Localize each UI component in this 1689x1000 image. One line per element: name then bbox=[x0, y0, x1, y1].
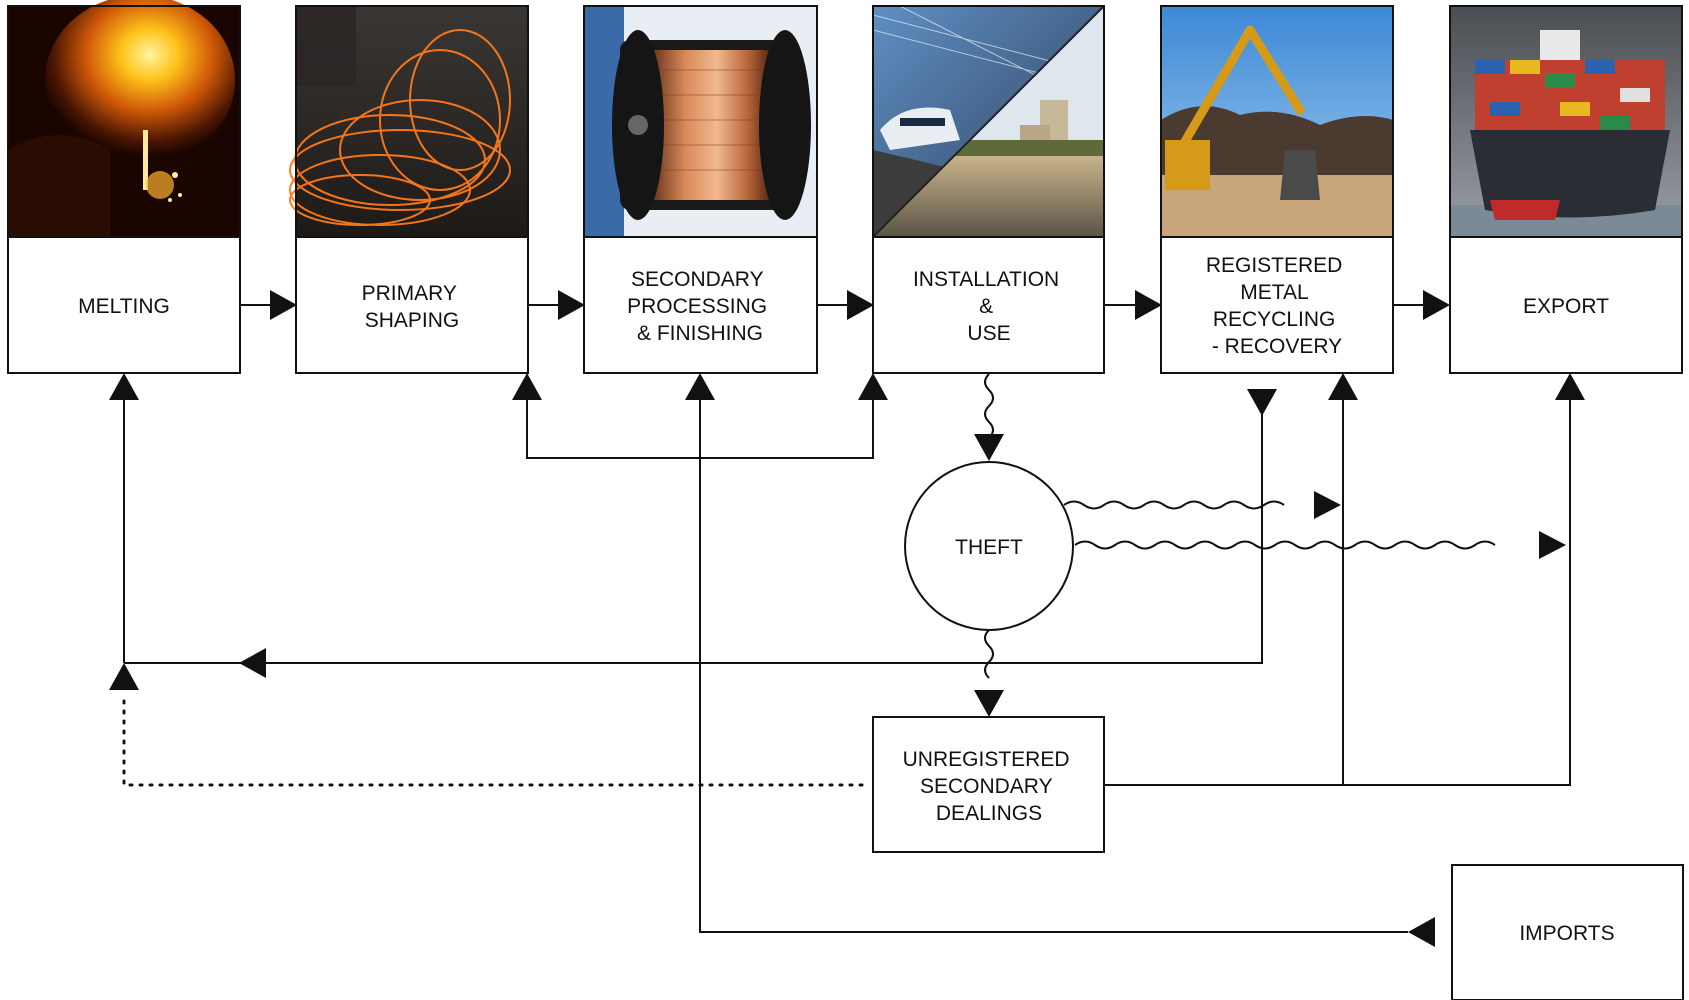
export-photo bbox=[1450, 6, 1682, 237]
export-label: EXPORT bbox=[1523, 295, 1609, 318]
recycling-label: REGISTERED METAL RECYCLING - RECOVERY bbox=[1206, 254, 1348, 358]
secondary-processing-photo bbox=[584, 6, 817, 237]
photo-frames bbox=[7, 5, 1683, 238]
imports-label: IMPORTS bbox=[1519, 922, 1614, 945]
primary-shaping-label: PRIMARY SHAPING bbox=[362, 282, 463, 332]
secondary-processing-label: SECONDARY PROCESSING & FINISHING bbox=[627, 268, 773, 345]
arrowheads bbox=[109, 290, 1585, 947]
melting-label: MELTING bbox=[78, 295, 170, 318]
installation-photo bbox=[872, 5, 1105, 238]
stage-boxes bbox=[7, 236, 1684, 1000]
theft-label: THEFT bbox=[955, 536, 1023, 559]
unregistered-label: UNREGISTERED SECONDARY DEALINGS bbox=[903, 748, 1076, 825]
theft-node bbox=[904, 461, 1074, 631]
primary-shaping-photo bbox=[289, 6, 528, 237]
installation-label: INSTALLATION & USE bbox=[913, 268, 1065, 345]
recycling-photo bbox=[1161, 6, 1393, 237]
melting-photo bbox=[8, 0, 240, 237]
connector-lines bbox=[122, 304, 1571, 933]
